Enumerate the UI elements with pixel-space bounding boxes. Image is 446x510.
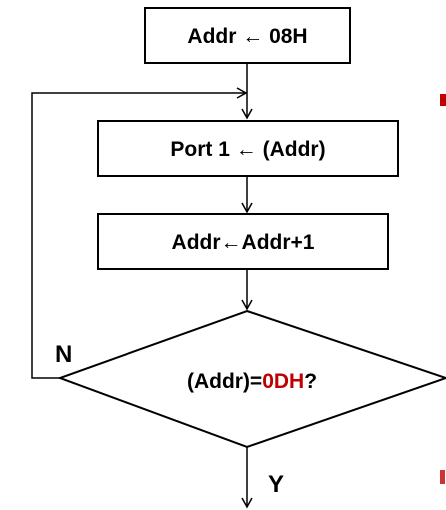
decision-label: (Addr)=0DH? xyxy=(187,370,317,393)
clipped-mark-bottom xyxy=(440,470,445,484)
loop-back-arrow xyxy=(31,87,248,379)
step-init-address-label: Addr ← 08H xyxy=(187,25,307,48)
step-output-port-box xyxy=(97,120,399,177)
yes-branch-label: Y xyxy=(268,471,284,498)
decision-highlight-value: 0DH xyxy=(262,370,304,393)
decision-prefix: (Addr)= xyxy=(187,370,262,393)
clipped-mark-top xyxy=(440,94,446,106)
no-branch-label: N xyxy=(55,341,72,368)
decision-suffix: ? xyxy=(304,370,317,393)
step-increment-address-box xyxy=(97,213,389,270)
step-init-address-box xyxy=(144,7,351,64)
step-output-port-label: Port 1 ← (Addr) xyxy=(170,138,325,161)
step-increment-address-label: Addr←Addr+1 xyxy=(172,231,315,254)
